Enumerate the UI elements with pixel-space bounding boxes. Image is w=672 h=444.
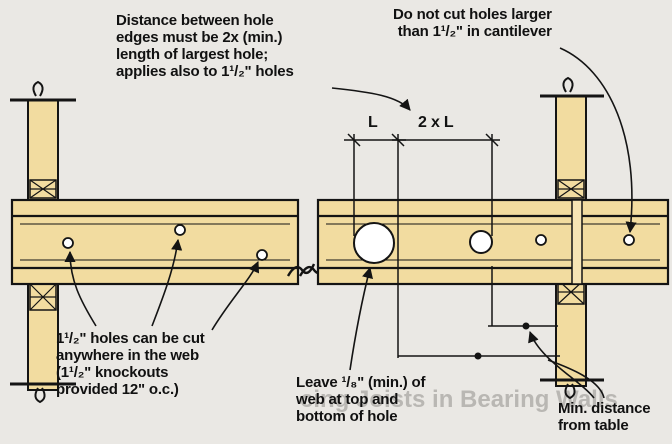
web-margin-callout: Leave ¹/₈" (min.) of web at top and bott… [296, 374, 426, 425]
joist-left [10, 198, 300, 286]
knockout-hole [535, 234, 547, 246]
web-holes [62, 222, 635, 264]
break-symbol [286, 263, 316, 277]
knockout-hole [256, 249, 268, 261]
dimension-l-label: L [368, 114, 378, 131]
knockout-hole [62, 237, 74, 249]
min-distance-callout: Min. distance from table [558, 400, 651, 434]
dimension-2xl-label: 2 x L [418, 114, 454, 131]
large-hole [353, 222, 395, 264]
knockout-hole [174, 224, 186, 236]
medium-hole [469, 230, 493, 254]
hole-spacing-callout: Distance between hole edges must be 2x (… [116, 12, 294, 80]
cantilever-callout: Do not cut holes larger than 1¹/₂" in ca… [393, 6, 552, 40]
knockouts-callout: 1¹/₂" holes can be cut anywhere in the w… [56, 330, 205, 398]
leader-arrows [64, 47, 637, 399]
cantilever-hole [623, 234, 635, 246]
